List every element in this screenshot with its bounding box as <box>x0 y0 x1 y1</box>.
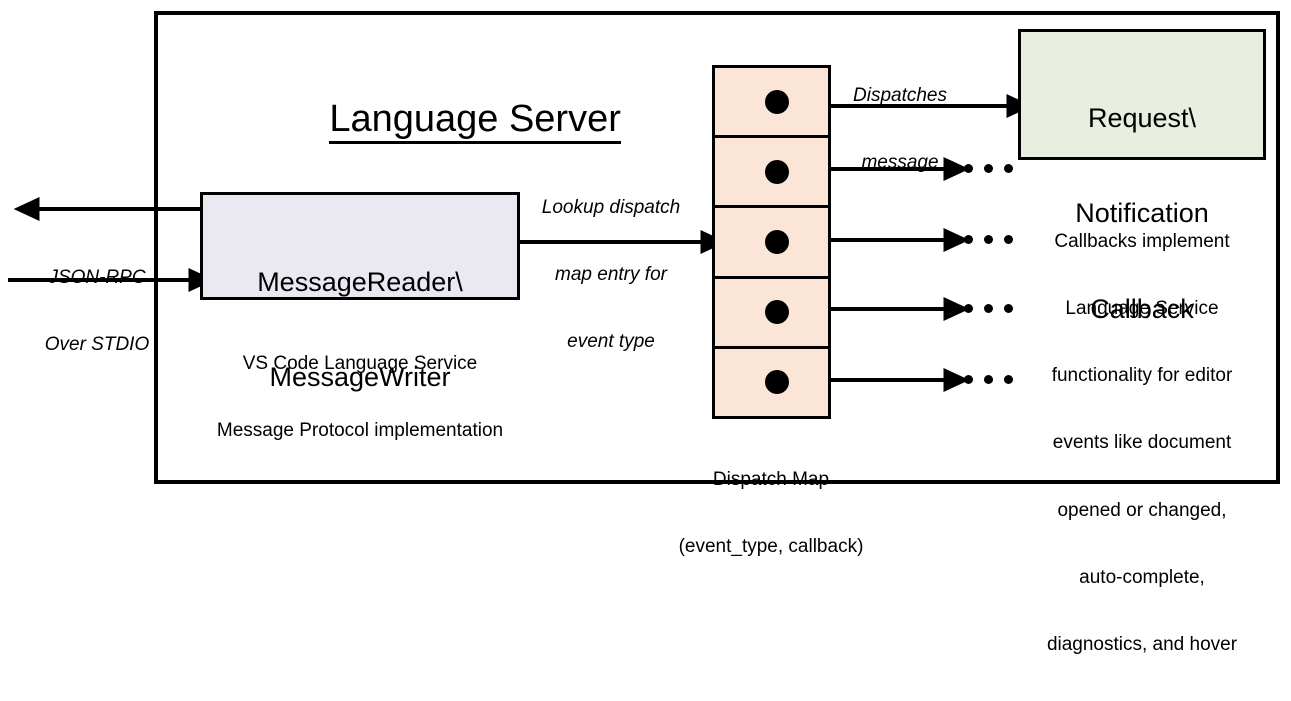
dispatch-map-row-4[interactable] <box>715 279 828 349</box>
callback-title-line3: Callback <box>1090 293 1194 324</box>
dispatch-map-caption-line2: (event_type, callback) <box>678 536 864 558</box>
dispatch-map-caption-line1: Dispatch Map <box>712 468 830 490</box>
callback-dot-icon <box>765 89 789 114</box>
callback-caption-line5: opened or changed, <box>1057 499 1227 521</box>
callback-caption-line3: functionality for editor <box>1051 365 1233 387</box>
callback-caption-line2: Language Service <box>1065 298 1219 320</box>
callback-caption-line1: Callbacks implement <box>1054 230 1230 252</box>
callback-dot-icon <box>765 300 789 325</box>
dispatch-map-row-1[interactable] <box>715 68 828 139</box>
dispatches-message-label-line2: message <box>861 152 939 174</box>
page-title: Language Server <box>154 52 754 186</box>
page-title-text: Language Server <box>329 97 621 144</box>
dispatch-map-row-3[interactable] <box>715 208 828 279</box>
dispatch-map-row-5[interactable] <box>715 349 828 416</box>
request-notification-callback-label: Request\ Notification Callback <box>1018 39 1266 389</box>
lookup-dispatch-label: Lookup dispatch map entry for event type <box>516 152 706 398</box>
message-reader-writer-line2: MessageWriter <box>269 362 451 393</box>
message-reader-writer-caption: VS Code Language Service Message Protoco… <box>180 308 540 487</box>
ellipsis-row-4 <box>964 304 1013 313</box>
json-rpc-transport-label: JSON-RPC Over STDIO <box>22 222 172 401</box>
request-notification-callback-box[interactable] <box>1018 29 1266 160</box>
message-reader-writer-line1: MessageReader\ <box>257 266 463 297</box>
callback-dot-icon <box>765 370 789 395</box>
message-reader-writer-caption-line2: Message Protocol implementation <box>216 420 504 442</box>
dispatch-map-table[interactable] <box>712 65 831 419</box>
dispatches-message-label-line1: Dispatches <box>853 84 947 106</box>
diagram-canvas: Language Server JSON-RPC Over STDIO Mess… <box>8 11 1280 655</box>
json-rpc-label-line1: JSON-RPC <box>48 266 146 288</box>
json-rpc-label-line2: Over STDIO <box>44 334 150 356</box>
dispatches-message-label: Dispatches message <box>830 40 970 219</box>
callback-title-line1: Request\ <box>1087 102 1197 133</box>
lookup-dispatch-label-line3: event type <box>567 331 655 353</box>
message-reader-writer-caption-line1: VS Code Language Service <box>242 352 478 374</box>
lookup-dispatch-label-line1: Lookup dispatch <box>541 196 681 218</box>
callback-caption-line4: events like document <box>1052 432 1232 454</box>
dispatch-map-row-2[interactable] <box>715 138 828 209</box>
callback-dot-icon <box>765 159 789 184</box>
message-reader-writer-label: MessageReader\ MessageWriter <box>200 203 520 458</box>
ellipsis-row-3 <box>964 235 1013 244</box>
callback-title-line2: Notification <box>1075 198 1209 229</box>
language-server-boundary <box>154 11 1280 484</box>
lookup-dispatch-label-line2: map entry for <box>555 264 667 286</box>
dispatch-map-caption: Dispatch Map (event_type, callback) <box>641 424 901 603</box>
ellipsis-row-5 <box>964 375 1013 384</box>
message-reader-writer-box[interactable] <box>200 192 520 300</box>
callback-caption: Callbacks implement Language Service fun… <box>1006 186 1278 701</box>
callback-caption-line6: auto-complete, <box>1079 566 1205 588</box>
callback-dot-icon <box>765 230 789 254</box>
ellipsis-row-2 <box>964 164 1013 173</box>
callback-caption-line7: diagnostics, and hover <box>1046 634 1238 656</box>
